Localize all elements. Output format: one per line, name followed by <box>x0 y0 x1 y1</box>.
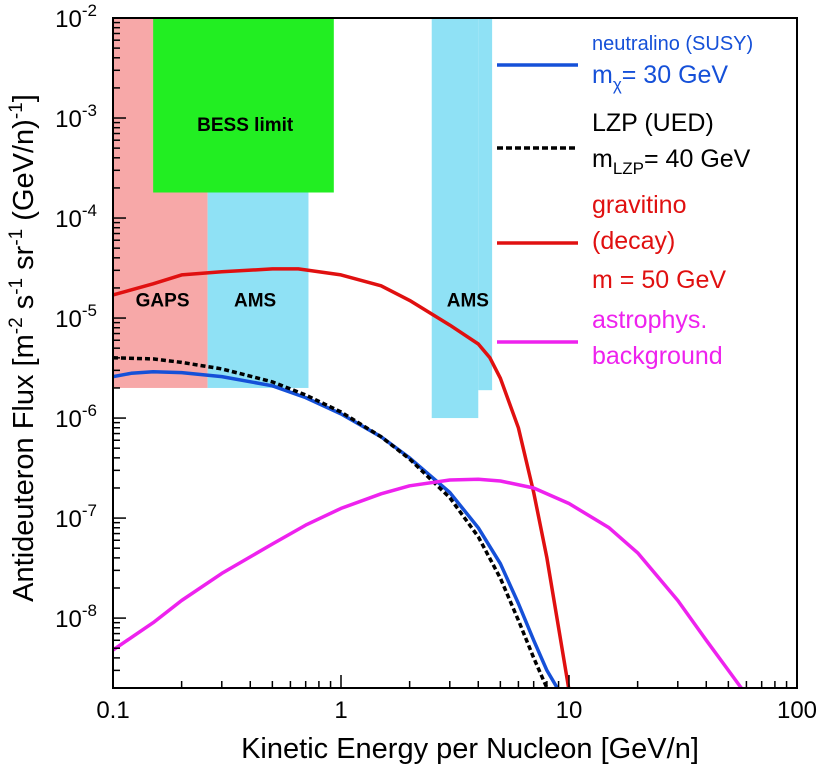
y-tick-label: 10-3 <box>55 101 97 133</box>
plot-frame <box>112 17 798 689</box>
legend-item-neutralino: neutralino (SUSY) mχ= 30 GeV <box>497 33 753 94</box>
region-ams-high-b <box>478 18 493 391</box>
region-ams-low <box>207 187 309 388</box>
legend-text-neutralino: neutralino (SUSY) <box>592 33 753 55</box>
legend-item-background: astrophys. background <box>497 306 723 370</box>
legend-text-background: background <box>592 342 723 370</box>
y-tick-label: 10-8 <box>55 601 97 633</box>
region-bess <box>153 18 334 193</box>
legend-text-gravitino: m = 50 GeV <box>592 266 726 294</box>
y-tick-label: 10-6 <box>55 401 97 433</box>
region-label-ams-high-a: AMS <box>447 290 489 311</box>
y-tick-label: 10-5 <box>55 301 97 333</box>
legend: neutralino (SUSY) mχ= 30 GeV LZP (UED) mLZP… <box>497 33 753 370</box>
curve-lzp <box>113 356 549 688</box>
axis-ticks: 0.1 1 10 100 10-2 10-3 10-4 10-5 10-6 10-7 10-8 <box>55 1 817 724</box>
curve-gravitino <box>113 267 571 688</box>
legend-text-neutralino: mχ= 30 GeV <box>592 61 728 94</box>
region-label-ams-low: AMS <box>234 290 276 311</box>
curve-background <box>113 477 743 688</box>
legend-text-gravitino: (decay) <box>592 227 675 255</box>
region-label-gaps: GAPS <box>136 290 190 311</box>
legend-item-lzp: LZP (UED) mLZP= 40 GeV <box>497 109 751 178</box>
region-ams-high-a <box>431 18 479 419</box>
legend-text-lzp: mLZP= 40 GeV <box>592 145 751 178</box>
legend-text-gravitino: gravitino <box>592 191 687 219</box>
x-tick-label: 1 <box>334 697 347 724</box>
flux-curves <box>113 267 743 688</box>
y-tick-label: 10-4 <box>55 201 97 233</box>
x-axis-title: Kinetic Energy per Nucleon [GeV/n] <box>241 733 699 765</box>
legend-text-background: astrophys. <box>592 306 707 334</box>
x-tick-label: 0.1 <box>96 697 129 724</box>
x-tick-label: 100 <box>777 697 817 724</box>
y-tick-label: 10-7 <box>55 501 97 533</box>
y-axis-title: Antideuteron Flux [m-2 s-1 sr-1 (GeV/n)-… <box>6 94 40 602</box>
legend-text-lzp: LZP (UED) <box>592 109 714 137</box>
sensitivity-regions <box>113 18 493 419</box>
x-tick-label: 10 <box>556 697 583 724</box>
legend-item-gravitino: gravitino (decay) m = 50 GeV <box>497 191 726 294</box>
y-tick-label: 10-2 <box>55 1 97 33</box>
region-label-bess: BESS limit <box>197 115 294 136</box>
